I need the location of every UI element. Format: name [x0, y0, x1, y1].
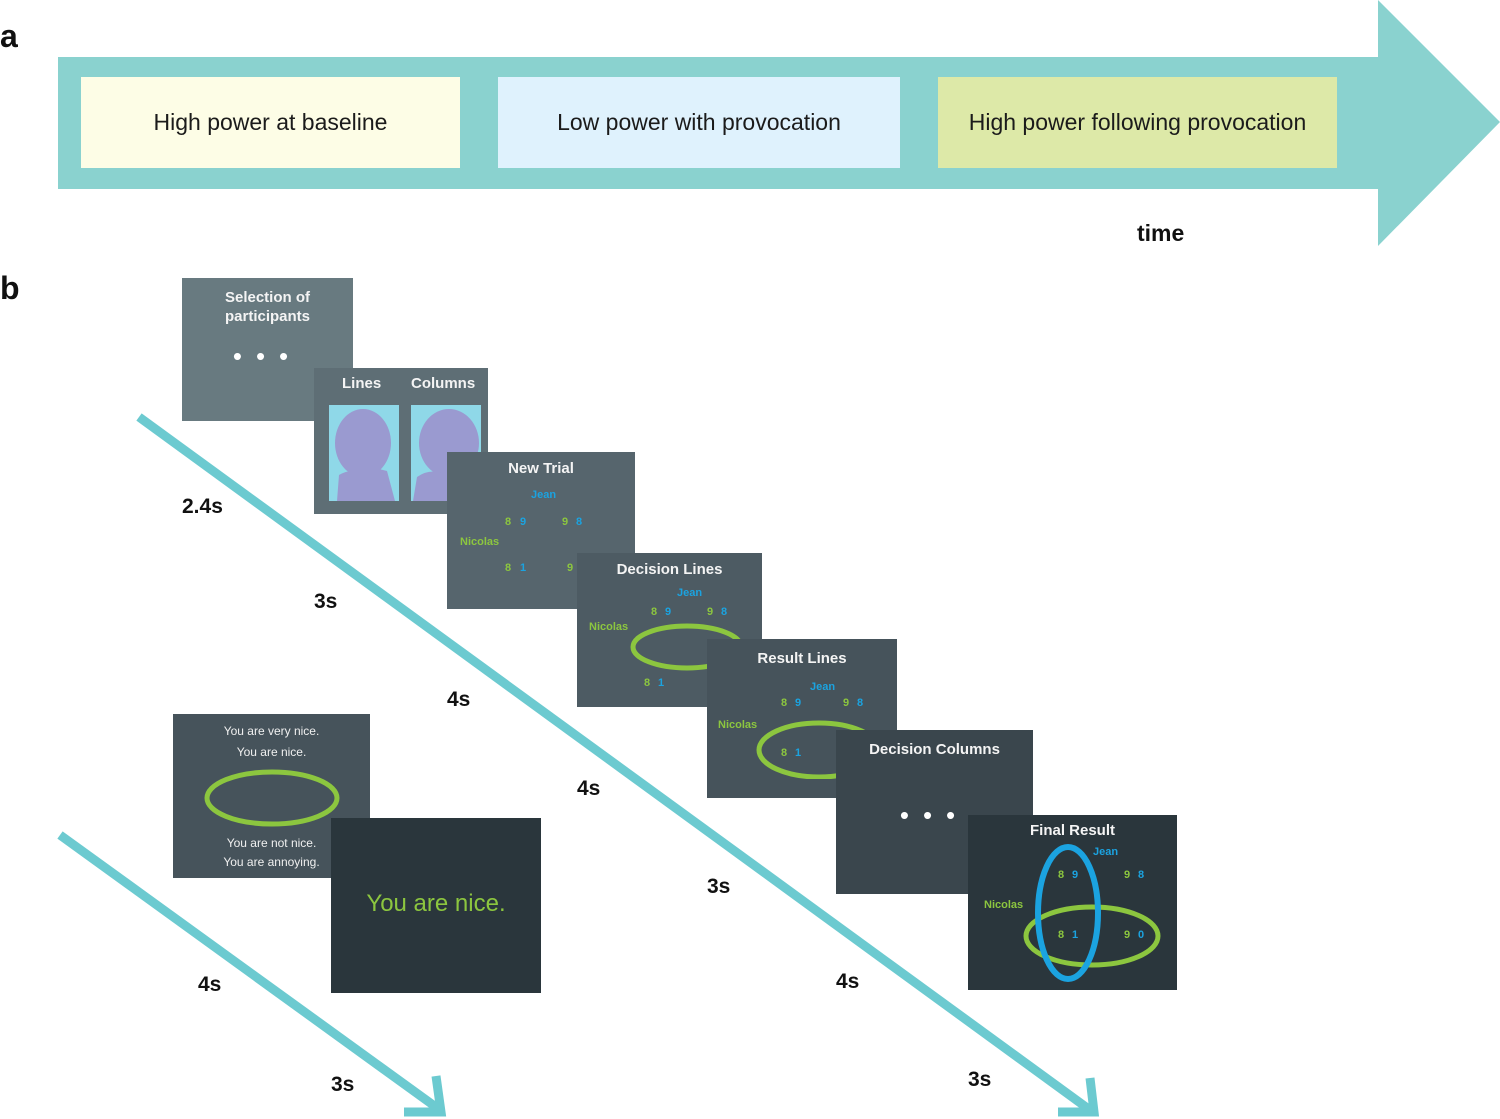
duration-label: 3s [314, 590, 338, 613]
phase-label: Low power with provocation [557, 109, 841, 135]
jean-label: Jean [677, 587, 703, 599]
lines-label: Lines [342, 375, 382, 392]
nicolas-label: Nicolas [718, 719, 758, 731]
screen-title: Decision Lines [616, 561, 723, 578]
rating-option: You are very nice. [223, 724, 320, 738]
payoff: 9 [843, 697, 850, 709]
jean-label: Jean [1093, 846, 1119, 858]
payoff: 1 [1072, 929, 1079, 941]
payoff: 8 [651, 606, 658, 618]
payoff: 9 [567, 562, 574, 574]
row-choice-ellipse [1023, 904, 1161, 968]
payoff: 9 [1124, 869, 1131, 881]
columns-label: Columns [411, 375, 476, 392]
panel-label-a: a [0, 18, 18, 54]
duration-label: 2.4s [182, 495, 223, 518]
avatar-lines-player [329, 405, 399, 501]
duration-label: 4s [447, 688, 471, 711]
upper-time-arrow-shaft [136, 413, 1093, 1114]
screen-message: You are nice. [331, 818, 541, 993]
payoff: 8 [857, 697, 864, 709]
payoff: 8 [505, 516, 512, 528]
duration-label: 3s [707, 875, 731, 898]
phase-low-power-provocation: Low power with provocation [498, 77, 900, 168]
payoff: 9 [665, 606, 672, 618]
payoff: 9 [1124, 929, 1131, 941]
payoff: 9 [707, 606, 714, 618]
rating-option: You are not nice. [226, 836, 317, 850]
payoff: 8 [1058, 869, 1065, 881]
phase-label: High power following provocation [968, 109, 1307, 135]
screen-title: Decision Columns [869, 741, 1000, 758]
screen-title: Result Lines [757, 650, 847, 667]
nicolas-label: Nicolas [589, 621, 629, 633]
rating-option: You are annoying. [223, 855, 320, 869]
time-axis-label: time [1137, 220, 1185, 246]
lower-time-arrow-head [404, 1075, 447, 1117]
payoff: 8 [576, 516, 583, 528]
payoff: 9 [562, 516, 569, 528]
duration-label: 3s [331, 1073, 355, 1096]
panel-label-b: b [0, 270, 20, 306]
payoff: 9 [520, 516, 527, 528]
duration-label: 4s [577, 777, 601, 800]
phase-high-power-following: High power following provocation [938, 77, 1337, 168]
payoff: 8 [781, 747, 788, 759]
message-text: You are nice. [366, 890, 506, 917]
upper-time-arrow-head [1058, 1077, 1100, 1117]
lower-time-arrow-shaft [57, 831, 443, 1114]
payoff: 1 [520, 562, 527, 574]
payoff: 8 [781, 697, 788, 709]
payoff: 9 [795, 697, 802, 709]
ellipsis-dots: ••• [232, 341, 303, 371]
screen-title: New Trial [508, 460, 574, 477]
duration-label: 4s [836, 970, 860, 993]
duration-label: 3s [968, 1068, 992, 1091]
nicolas-label: Nicolas [984, 899, 1024, 911]
screen-title: Final Result [1029, 822, 1115, 839]
screen-final-result: Final Result Jean 8 9 9 8 Nicolas 8 1 9 … [968, 815, 1177, 990]
payoff: 1 [658, 677, 665, 689]
screen-title: Selection of participants [224, 289, 311, 325]
phase-high-power-baseline: High power at baseline [81, 77, 460, 168]
phase-label: High power at baseline [153, 109, 388, 135]
payoff: 8 [644, 677, 651, 689]
payoff: 9 [1072, 869, 1079, 881]
rating-option: You are nice. [236, 745, 307, 759]
outcome-ellipses [1023, 844, 1161, 982]
duration-label: 4s [198, 973, 222, 996]
rating-choice-ellipse [204, 769, 340, 827]
jean-label: Jean [531, 489, 557, 501]
payoff: 8 [721, 606, 728, 618]
column-choice-ellipse [1035, 844, 1101, 982]
payoff: 8 [1058, 929, 1065, 941]
jean-label: Jean [810, 681, 836, 693]
nicolas-label: Nicolas [460, 536, 500, 548]
ellipsis-dots: ••• [899, 800, 970, 830]
payoff: 8 [505, 562, 512, 574]
payoff: 1 [795, 747, 802, 759]
payoff: 8 [1138, 869, 1145, 881]
payoff: 0 [1138, 929, 1145, 941]
